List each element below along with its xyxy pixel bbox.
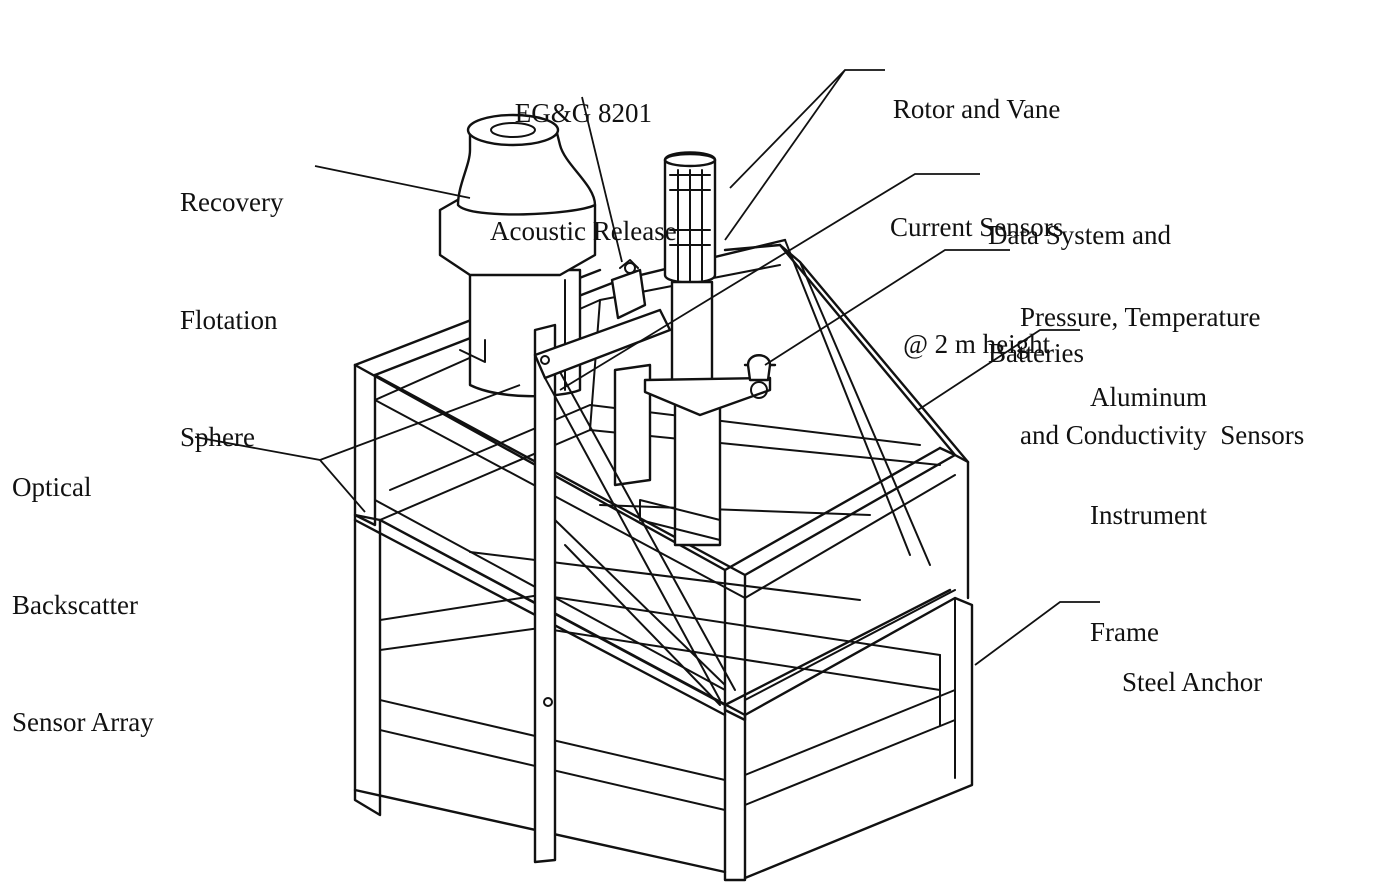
optical-array-drawing (533, 308, 736, 864)
label-current-sensors: Rotor and Vane Current Sensors @ 2 m hei… (890, 94, 1064, 360)
label-pressure-sensors: Pressure, Temperature and Conductivity S… (1020, 302, 1305, 450)
acoustic-release-drawing (610, 259, 647, 320)
label-steel-anchor: Steel Anchor (1122, 667, 1263, 698)
steel-anchor-drawing (353, 513, 974, 882)
data-system-drawing (613, 354, 777, 541)
aluminum-frame-drawing (353, 238, 970, 722)
label-recovery-sphere: Recovery Flotation Sphere (180, 187, 284, 453)
label-acoustic-release: EG&G 8201 Acoustic Release (490, 98, 677, 246)
label-data-system: Data System and Batteries (988, 220, 1171, 368)
current-sensor-mast-drawing (663, 151, 722, 547)
label-aluminum-frame: Aluminum Instrument Frame (1090, 382, 1208, 648)
label-optical-array: Optical Backscatter Sensor Array (12, 472, 154, 738)
leader-lines (194, 69, 1100, 666)
